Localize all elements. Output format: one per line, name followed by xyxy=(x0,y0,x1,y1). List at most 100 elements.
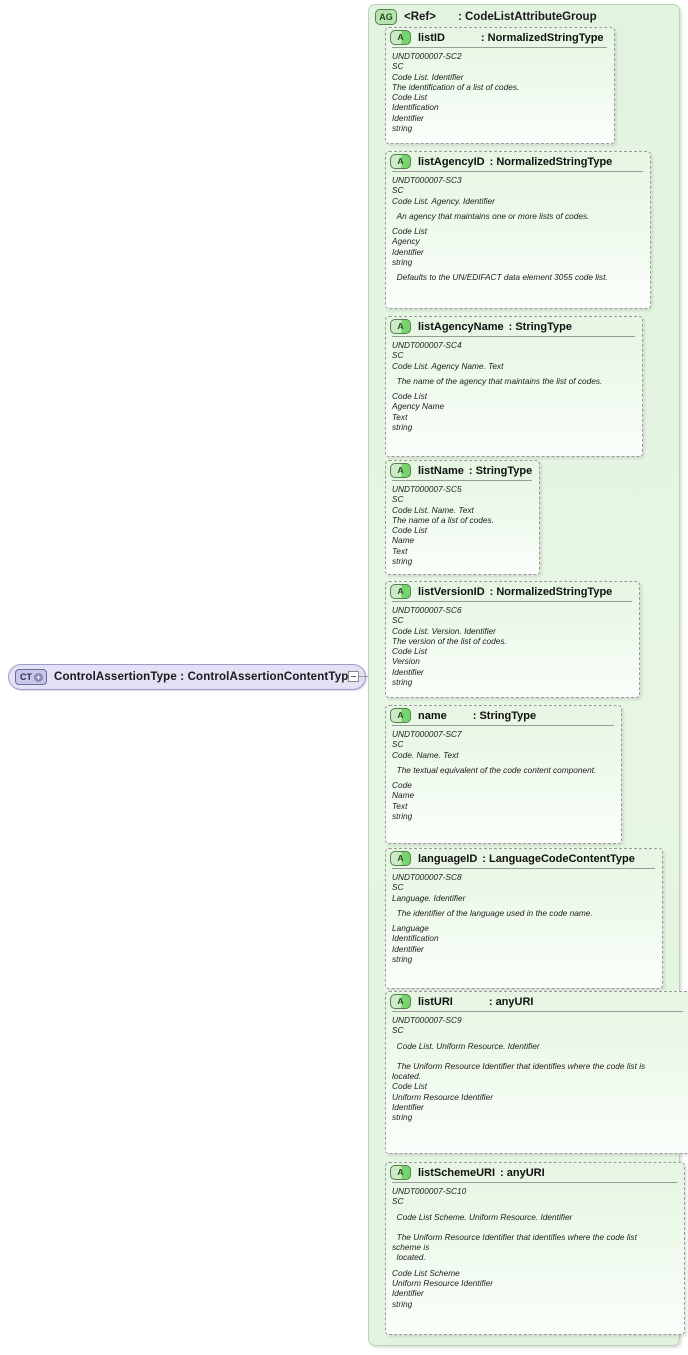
attribute-badge: A xyxy=(390,154,411,169)
doc-line: The Uniform Resource Identifier that ide… xyxy=(392,1231,637,1242)
attribute-name: name xyxy=(418,709,447,722)
attribute-group-ref-label: <Ref> xyxy=(404,11,436,23)
doc-line: Identifier xyxy=(392,1288,424,1299)
attribute-badge: A xyxy=(390,1165,411,1180)
doc-line: Code List Scheme. Uniform Resource. Iden… xyxy=(392,1211,573,1222)
doc-line: Identifier xyxy=(392,943,424,954)
doc-line: string xyxy=(392,1298,413,1309)
doc-line: Code. Name. Text xyxy=(392,749,459,760)
doc-line: UNDT000007-SC5 xyxy=(392,484,462,494)
doc-line: Defaults to the UN/EDIFACT data element … xyxy=(392,272,608,283)
doc-line: Code List xyxy=(392,92,428,103)
doc-line: string xyxy=(392,257,413,268)
doc-line: UNDT000007-SC6 xyxy=(392,605,462,615)
doc-line: SC xyxy=(392,494,404,505)
doc-line: string xyxy=(392,1112,413,1123)
doc-line: UNDT000007-SC3 xyxy=(392,175,462,185)
doc-line: SC xyxy=(392,61,404,72)
attribute-divider xyxy=(392,868,655,869)
attribute-divider xyxy=(392,601,632,602)
attribute-badge: A xyxy=(390,584,411,599)
doc-line: scheme is xyxy=(392,1242,430,1253)
attribute-badge: A xyxy=(390,851,411,866)
doc-line: Name xyxy=(392,535,415,546)
doc-line: SC xyxy=(392,350,404,361)
doc-line: Identifier xyxy=(392,666,424,677)
doc-line: UNDT000007-SC10 xyxy=(392,1186,467,1196)
attribute-name: listID xyxy=(418,31,445,44)
doc-line: SC xyxy=(392,615,404,626)
doc-line: string xyxy=(392,677,413,688)
doc-line: Code List xyxy=(392,525,428,536)
doc-line: Identifier xyxy=(392,112,424,123)
attribute-name: listName xyxy=(418,464,464,477)
doc-line: string xyxy=(392,422,413,433)
doc-line: located. xyxy=(392,1071,422,1082)
doc-line: Code List xyxy=(392,226,428,237)
doc-line: Code List. Name. Text xyxy=(392,504,474,515)
complex-type-badge: CT+ xyxy=(15,669,47,685)
collapse-toggle-icon[interactable] xyxy=(348,671,359,682)
doc-line: Code List. Identifier xyxy=(392,71,464,82)
attribute-type: : LanguageCodeContentType xyxy=(482,852,635,865)
doc-line: Uniform Resource Identifier xyxy=(392,1278,493,1289)
attribute-group-badge: AG xyxy=(375,9,397,25)
complex-type-badge-label: CT xyxy=(20,671,32,682)
attribute-type: : anyURI xyxy=(500,1166,545,1179)
root-type-node[interactable]: CT+ ControlAssertionType : ControlAssert… xyxy=(8,664,366,690)
doc-line: string xyxy=(392,556,413,567)
doc-line: The version of the list of codes. xyxy=(392,635,507,646)
attribute-name: listAgencyID xyxy=(418,155,485,168)
doc-line: The Uniform Resource Identifier that ide… xyxy=(392,1060,646,1071)
expand-plus-icon[interactable]: + xyxy=(34,672,43,682)
doc-line: UNDT000007-SC9 xyxy=(392,1015,462,1025)
doc-line: Language. Identifier xyxy=(392,892,466,903)
attribute-badge: A xyxy=(390,30,411,45)
attribute-divider xyxy=(392,480,532,481)
doc-line: Identification xyxy=(392,933,439,944)
attribute-name: listSchemeURI xyxy=(418,1166,496,1179)
attribute-type: : NormalizedStringType xyxy=(480,31,604,44)
attribute-badge: A xyxy=(390,319,411,334)
doc-line: Uniform Resource Identifier xyxy=(392,1091,493,1102)
doc-line: SC xyxy=(392,1196,404,1207)
attribute-group-header[interactable]: AG <Ref> : CodeListAttributeGroup xyxy=(375,9,597,25)
doc-line: Text xyxy=(392,545,408,556)
doc-line: Code List. Agency. Identifier xyxy=(392,195,495,206)
doc-line: located. xyxy=(392,1252,426,1263)
attribute-type: : anyURI xyxy=(488,995,534,1008)
doc-line: The name of the agency that maintains th… xyxy=(392,375,603,386)
attribute-type: : NormalizedStringType xyxy=(489,585,613,598)
doc-line: Code List. Agency Name. Text xyxy=(392,360,504,371)
attribute-badge: A xyxy=(390,708,411,723)
doc-line: Agency Name xyxy=(392,401,445,412)
doc-line: UNDT000007-SC4 xyxy=(392,340,462,350)
attribute-name: listAgencyName xyxy=(418,320,504,333)
attribute-divider xyxy=(392,1011,683,1012)
attribute-divider xyxy=(392,47,607,48)
attribute-badge: A xyxy=(390,994,411,1009)
attribute-badge: A xyxy=(390,463,411,478)
